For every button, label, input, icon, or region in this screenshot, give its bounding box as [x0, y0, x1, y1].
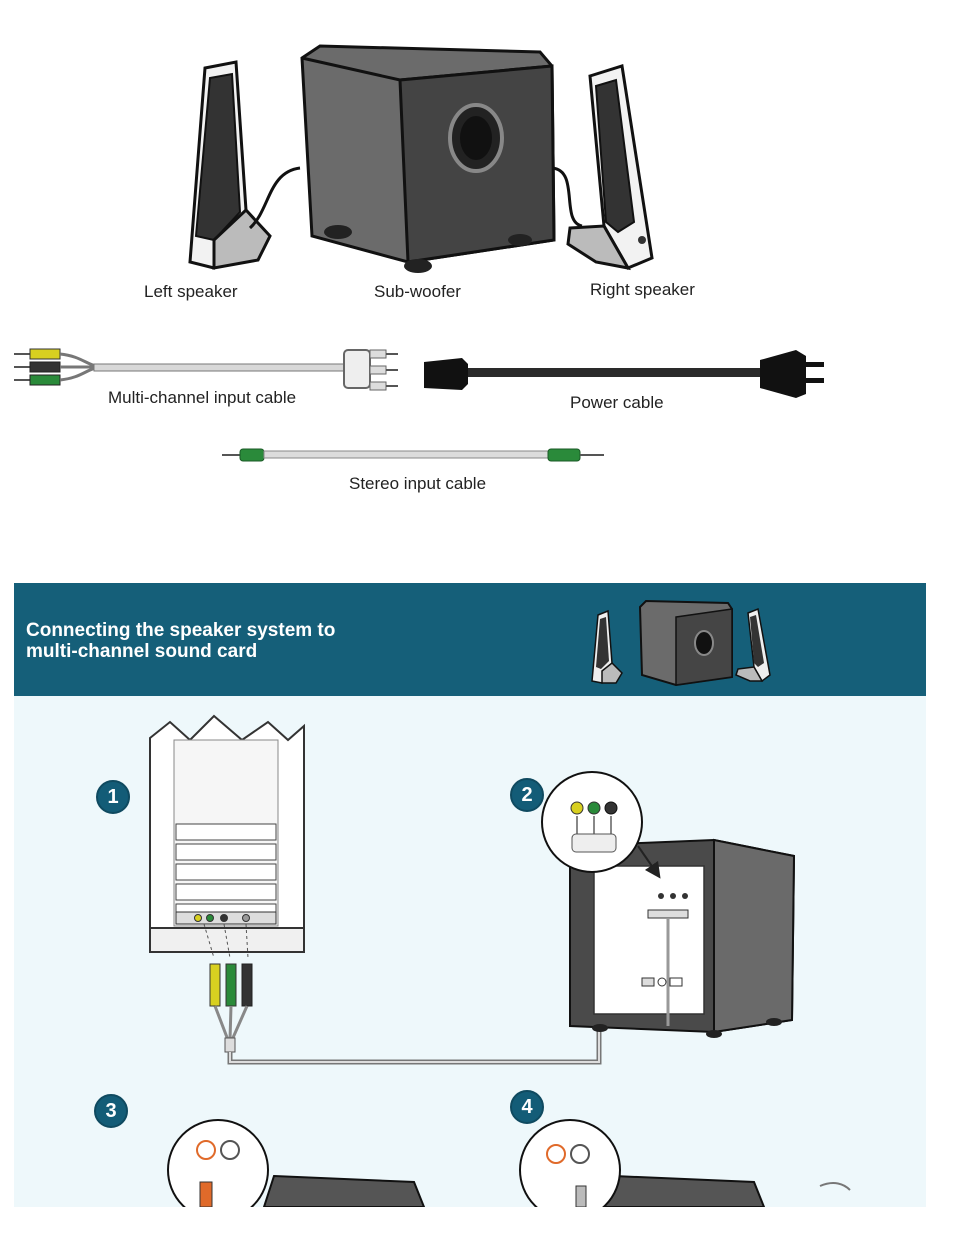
section-title-line-1: Connecting the speaker system to: [26, 620, 336, 641]
step-4-badge: 4: [510, 1090, 544, 1124]
zoom-detail-step-4: [519, 1119, 851, 1207]
step-2-badge: 2: [510, 778, 544, 812]
power-cable-image: [424, 350, 824, 398]
power-cable-label: Power cable: [570, 393, 664, 412]
left-speaker-label: Left speaker: [144, 282, 238, 301]
multi-channel-cable-label: Multi-channel input cable: [108, 388, 297, 407]
section-title: Connecting the speaker system to multi-c…: [26, 620, 335, 662]
step-1-badge: 1: [96, 780, 130, 814]
section-title-line-2: multi-channel sound card: [26, 641, 258, 662]
stereo-cable-label: Stereo input cable: [349, 474, 487, 493]
components-illustration: [14, 44, 824, 462]
left-speaker-image: [188, 60, 272, 270]
speaker-system-thumbnail: [591, 599, 771, 687]
stereo-cable-image: [222, 448, 604, 462]
zoom-detail-step-2: [541, 771, 643, 873]
connection-diagram: [149, 714, 851, 1207]
step-3-badge: 3: [94, 1094, 128, 1128]
computer-tower-image: [149, 714, 305, 959]
right-speaker-label: Right speaker: [590, 280, 695, 299]
right-speaker-image: [566, 64, 654, 271]
instruction-panel: 1 2 3 4: [14, 696, 926, 1207]
subwoofer-image: [300, 44, 556, 273]
section-banner: Connecting the speaker system to multi-c…: [14, 583, 926, 696]
zoom-detail-step-3: [167, 1119, 426, 1207]
multi-channel-cable-image: [14, 348, 398, 391]
subwoofer-back-image: [569, 838, 796, 1038]
subwoofer-label: Sub-woofer: [374, 282, 461, 301]
